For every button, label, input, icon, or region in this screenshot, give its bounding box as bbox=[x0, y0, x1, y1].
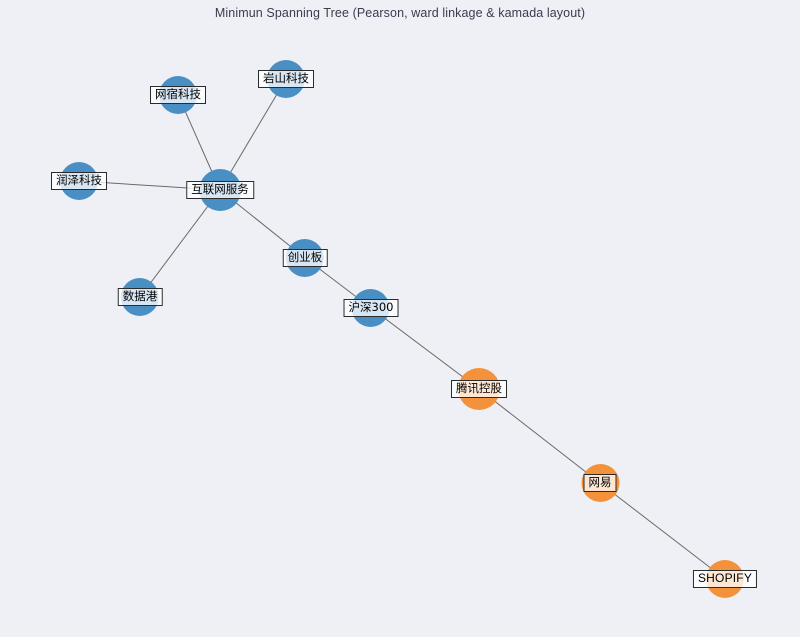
graph-node-runze[interactable]: 润泽科技 bbox=[51, 162, 107, 200]
graph-node-label: 岩山科技 bbox=[258, 70, 314, 88]
graph-node-label: SHOPIFY bbox=[692, 570, 758, 588]
graph-node-tencent[interactable]: 腾讯控股 bbox=[451, 368, 507, 410]
graph-node-label: 网宿科技 bbox=[150, 86, 206, 104]
graph-node-label: 腾讯控股 bbox=[451, 380, 507, 398]
chart-title: Minimun Spanning Tree (Pearson, ward lin… bbox=[214, 6, 586, 20]
graph-node-hs300[interactable]: 沪深300 bbox=[343, 289, 399, 327]
graph-node-yanshan[interactable]: 岩山科技 bbox=[258, 60, 314, 98]
graph-node-shopify[interactable]: SHOPIFY bbox=[692, 560, 758, 598]
graph-node-label: 创业板 bbox=[282, 249, 328, 267]
graph-node-label: 润泽科技 bbox=[51, 172, 107, 190]
graph-node-label: 互联网服务 bbox=[186, 181, 254, 199]
graph-node-label: 数据港 bbox=[117, 288, 163, 306]
graph-node-wangsu[interactable]: 网宿科技 bbox=[150, 76, 206, 114]
graph-edge bbox=[478, 388, 601, 484]
graph-node-sjg[interactable]: 数据港 bbox=[117, 278, 163, 316]
graph-node-label: 网易 bbox=[583, 474, 617, 492]
graph-node-internet[interactable]: 互联网服务 bbox=[186, 169, 254, 211]
graph-node-label: 沪深300 bbox=[343, 299, 399, 317]
graph-node-cyb[interactable]: 创业板 bbox=[282, 239, 328, 277]
graph-edge bbox=[599, 482, 726, 580]
graph-edge bbox=[139, 189, 221, 298]
graph-edge bbox=[370, 307, 480, 390]
graph-node-netease[interactable]: 网易 bbox=[581, 464, 619, 502]
